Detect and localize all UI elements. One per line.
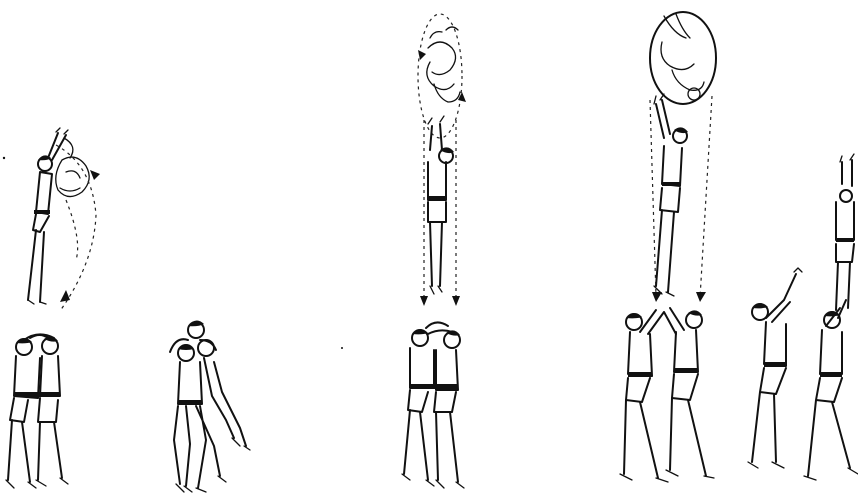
scene-2-pair: [170, 320, 250, 492]
scene-3-flyer: [420, 116, 460, 306]
speck: [341, 347, 343, 349]
speck: [3, 157, 5, 159]
scene-1-base-pair: [6, 334, 68, 488]
scene-1-flyer: [28, 128, 68, 304]
scene-4-flyer: [650, 94, 712, 302]
scene-4-somersault-ghost: [650, 12, 716, 104]
scene-4-spotter: [748, 268, 802, 468]
scene-3-base-pair: [402, 322, 464, 488]
scene-4-base-pair: [620, 308, 714, 482]
scene-1-ghost-somersault: [56, 138, 100, 311]
scene-4-shoulder-stand: [804, 154, 858, 480]
